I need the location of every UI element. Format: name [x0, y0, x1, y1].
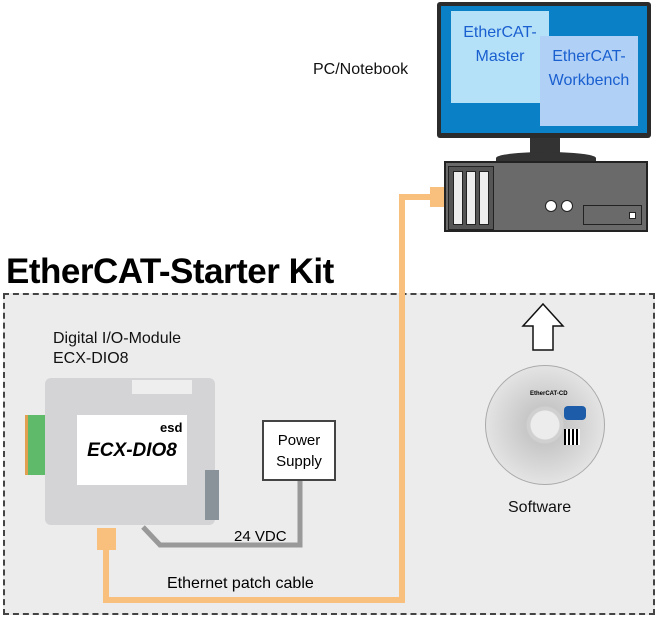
module-caption-line1: Digital I/O-Module: [53, 330, 182, 347]
monitor-stand: [530, 138, 560, 155]
pc-button-icon: [545, 200, 557, 212]
power-supply: Power Supply: [262, 420, 336, 481]
software-label: Software: [508, 499, 572, 516]
master-window: [451, 11, 549, 103]
power-cable: [141, 481, 303, 548]
pc-slots: [448, 166, 494, 230]
module-label: [77, 415, 187, 485]
master-window-line1: EtherCAT-: [463, 24, 537, 41]
kit-title: EtherCAT-Starter Kit: [6, 252, 334, 291]
pc-button-icon: [561, 200, 573, 212]
power-supply-line2: Supply: [276, 453, 322, 470]
workbench-window-line1: EtherCAT-: [552, 48, 626, 65]
module-caption-line2: ECX-DIO8: [53, 350, 129, 367]
software-cd: EtherCAT-CD: [485, 365, 605, 485]
ethernet-cable: [103, 194, 440, 603]
ethernet-connector-module: [97, 528, 116, 550]
module-front-label: ECX-DIO8: [87, 440, 177, 461]
esd-logo-icon: esd: [160, 420, 183, 435]
workbench-window-line2: Workbench: [548, 72, 630, 89]
voltage-label: 24 VDC: [234, 528, 287, 545]
pc-drive: [583, 205, 642, 225]
pc-label: PC/Notebook: [313, 61, 409, 78]
qr-code-icon: [564, 429, 580, 445]
master-window-line2: Master: [475, 48, 525, 65]
module-vent: [132, 380, 192, 394]
power-supply-line1: Power: [277, 432, 321, 449]
upload-arrow-icon: [521, 302, 565, 351]
cd-title: EtherCAT-CD: [530, 391, 568, 397]
workbench-window: [540, 36, 638, 126]
cable-label: Ethernet patch cable: [167, 575, 314, 592]
module-side-connector: [205, 470, 219, 520]
esd-logo-icon: [564, 406, 586, 420]
